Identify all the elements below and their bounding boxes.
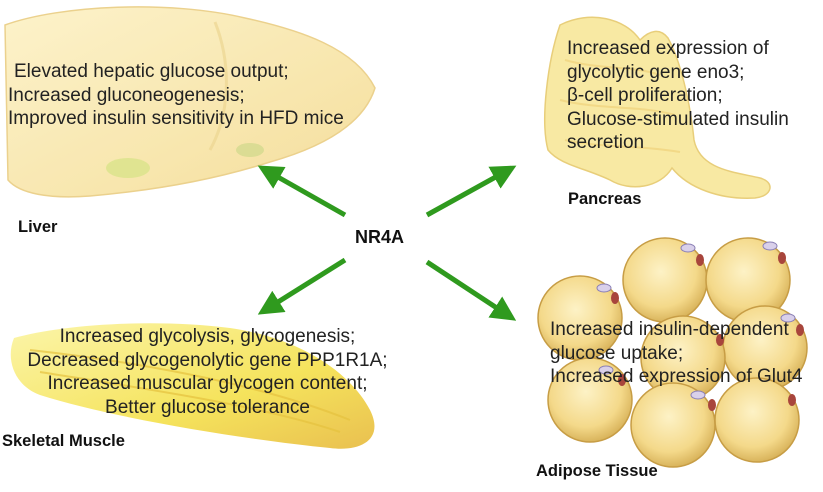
skeletal-muscle-illustration (10, 323, 375, 449)
adipose-tissue-illustration (537, 237, 808, 468)
pancreas-label: Pancreas (568, 190, 642, 208)
skeletal-muscle-effect: Increased glycolysis, glycogenesis; (59, 326, 356, 347)
arrow-to-adipose-tissue (425, 259, 517, 321)
pancreas-effect: secretion (567, 132, 645, 153)
pancreas-illustration (544, 16, 771, 199)
liver-effects: Elevated hepatic glucose output; Increas… (8, 60, 344, 131)
arrow-to-skeletal-muscle (257, 257, 347, 315)
arrow-to-pancreas (425, 165, 517, 218)
pancreas-effect: β-cell proliferation; (567, 85, 723, 106)
arrows (257, 165, 517, 321)
skeletal-muscle-effects: Increased glycolysis, glycogenesis; Decr… (5, 325, 410, 419)
pancreas-effect: Glucose-stimulated insulin (567, 108, 789, 130)
pancreas-effect: Increased expression of (567, 38, 769, 59)
skeletal-muscle-effect: Increased muscular glycogen content; (47, 373, 368, 394)
liver-effect: Improved insulin sensitivity in HFD mice (8, 108, 344, 129)
liver-label: Liver (18, 218, 58, 236)
skeletal-muscle-label: Skeletal Muscle (2, 432, 125, 450)
adipose-tissue-effect: Increased expression of Glut4 (550, 366, 803, 387)
skeletal-muscle-effect: Better glucose tolerance (105, 396, 310, 418)
adipose-tissue-label: Adipose Tissue (536, 462, 658, 480)
hub-label: NR4A (355, 227, 405, 247)
skeletal-muscle-effect: Decreased glycogenolytic gene PPP1R1A; (27, 349, 388, 371)
arrow-to-liver (257, 165, 347, 218)
pancreas-effects: Increased expression of glycolytic gene … (567, 37, 789, 155)
liver-effect: Elevated hepatic glucose output; (14, 61, 289, 82)
liver-effect: Increased gluconeogenesis; (8, 84, 245, 106)
liver-illustration (4, 6, 376, 198)
pancreas-effect: glycolytic gene eno3; (567, 61, 745, 83)
adipose-tissue-effect: glucose uptake; (550, 342, 684, 364)
adipose-tissue-effects: Increased insulin-dependent glucose upta… (550, 318, 802, 389)
adipose-tissue-effect: Increased insulin-dependent (550, 319, 789, 340)
